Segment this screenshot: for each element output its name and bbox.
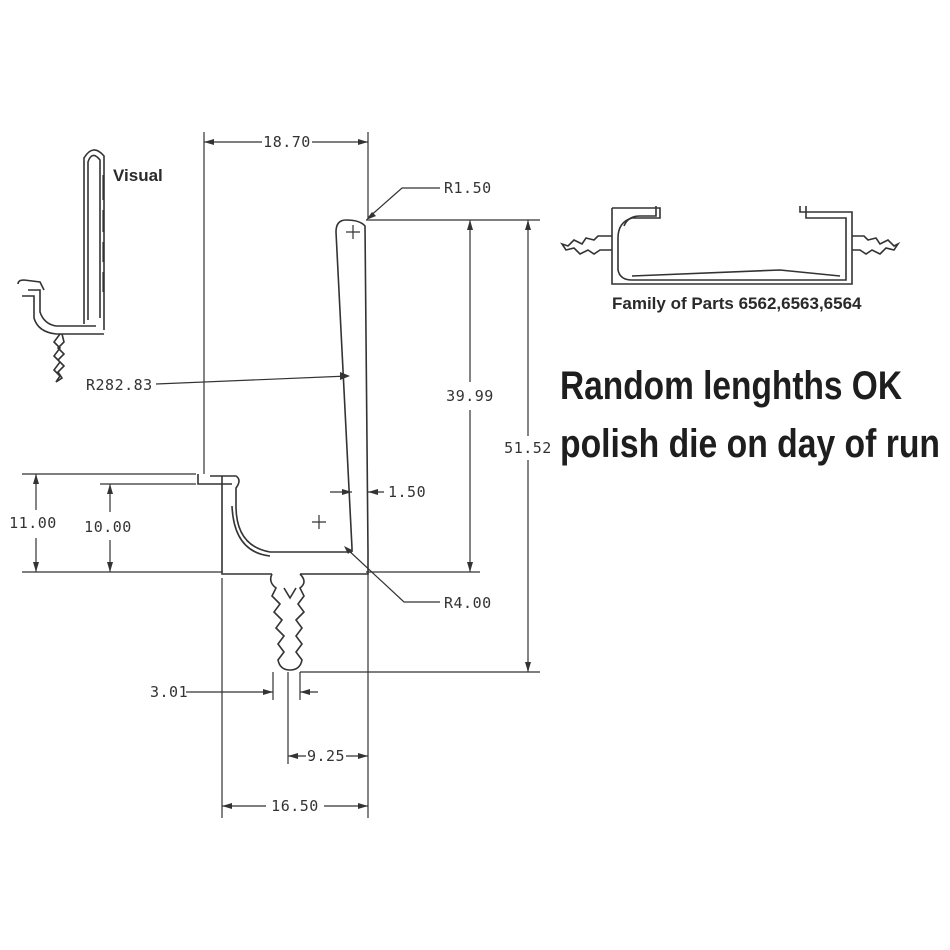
dim-r4-00: R4.00 — [444, 594, 492, 612]
main-profile — [197, 219, 369, 671]
dim-r1-50: R1.50 — [444, 179, 492, 197]
dim-10-00: 10.00 — [84, 518, 132, 536]
dim-r282-83: R282.83 — [86, 376, 153, 394]
dim-1-50: 1.50 — [388, 483, 426, 501]
dim-39-99: 39.99 — [446, 387, 494, 405]
dim-51-52: 51.52 — [504, 439, 552, 457]
visual-sketch: Visual — [17, 149, 163, 383]
family-sketch: Family of Parts 6562,6563,6564 — [560, 206, 901, 313]
dimension-texts: 18.70 R1.50 39.99 51.52 R282.83 1.50 11.… — [9, 133, 552, 815]
note-polish-die: polish die on day of run — [560, 422, 940, 466]
dim-3-01: 3.01 — [150, 683, 188, 701]
dim-16-50: 16.50 — [271, 797, 319, 815]
note-random-lengths: Random lenghths OK — [560, 364, 902, 408]
dimension-lines — [33, 139, 531, 809]
visual-label: Visual — [113, 166, 163, 185]
extension-lines — [22, 132, 540, 818]
dim-11-00: 11.00 — [9, 514, 57, 532]
dim-9-25: 9.25 — [307, 747, 345, 765]
notes: Random lenghths OK polish die on day of … — [560, 364, 940, 466]
family-label: Family of Parts 6562,6563,6564 — [612, 294, 862, 313]
dim-18-70: 18.70 — [263, 133, 311, 151]
